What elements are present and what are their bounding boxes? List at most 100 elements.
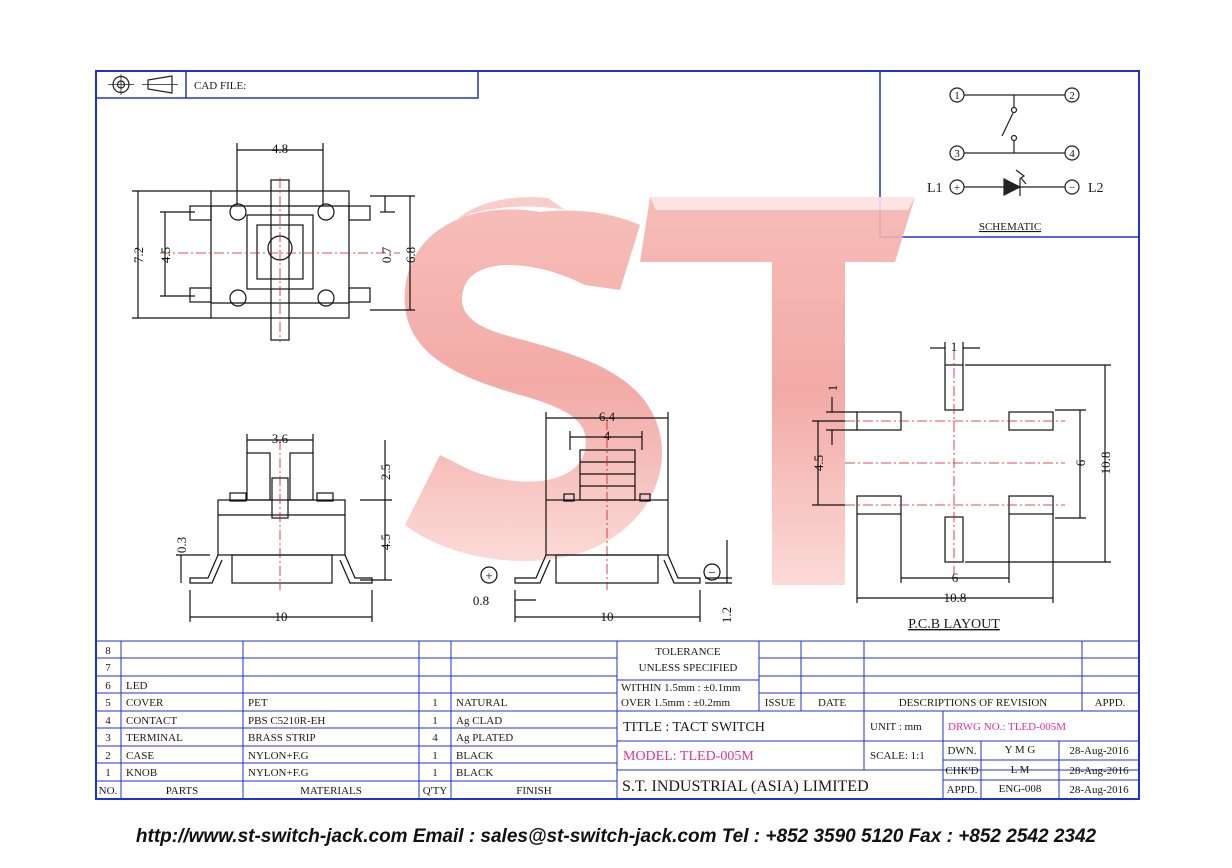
bom-row-5-material: PET [248,697,268,709]
bom-row-6-no: 6 [105,680,111,692]
dim-top-width: 4.8 [272,141,288,156]
dwn-label: DWN. [947,745,976,757]
revision-issue: ISSUE [765,697,796,709]
dwn-date: 28-Aug-2016 [1069,745,1129,757]
bom-row-7-no: 7 [105,662,111,674]
dim-top-height-right: 6.8 [403,247,418,263]
revision-header: ISSUE DATE DESCRIPTIONS OF REVISION APPD… [765,697,1126,709]
bom-row: 5 COVER PET 1 NATURAL [105,697,507,709]
title-block-grid [96,640,1139,799]
company-name: S.T. INDUSTRIAL (ASIA) LIMITED [622,778,869,795]
dim-top-height-outer: 7.2 [131,247,146,263]
st-watermark-logo [404,197,915,585]
appd-label: APPD. [947,784,978,796]
dim-pcb-vertical: 4.5 [811,455,826,471]
schematic-led-plus: + [954,182,960,194]
chkd-label: CHK'D [945,765,978,777]
drawing-number: DRWG NO.: TLED-005M [948,721,1066,733]
bom-row-2-part: CASE [126,750,154,762]
bom-row: 4 CONTACT PBS C5210R-EH 1 Ag CLAD [105,715,502,727]
dim-side-width: 10 [275,609,288,624]
bom-row-2-material: NYLON+F.G [248,750,309,762]
drawing-title: TITLE : TACT SWITCH [623,720,765,735]
bom-row-2-no: 2 [105,750,111,762]
polarity-plus: + [485,568,492,583]
bom-row-1-no: 1 [105,767,111,779]
tolerance-block: TOLERANCE UNLESS SPECIFIED WITHIN 1.5mm … [621,646,741,709]
schematic-title: SCHEMATIC [979,221,1041,233]
bom-row: 2 CASE NYLON+F.G 1 BLACK [105,750,493,762]
pcb-layout-title: P.C.B LAYOUT [908,617,1000,632]
revision-appd: APPD. [1095,697,1126,709]
bom-col-materials: MATERIALS [300,785,362,797]
bom-row-3-no: 3 [105,732,111,744]
title-block: TITLE : TACT SWITCH UNIT : mm DRWG NO.: … [622,720,1129,796]
bom-row-4-no: 4 [105,715,111,727]
tolerance-over: OVER 1.5mm : ±0.2mm [621,697,730,709]
front-view [480,412,732,622]
schematic-led-minus: − [1069,182,1075,194]
dim-front-width: 10 [601,609,614,624]
bom-row-2-finish: BLACK [456,750,493,762]
dim-pcb-bottom-inner: 6 [952,570,959,585]
bom-row-1-qty: 1 [432,767,438,779]
appd-date: 28-Aug-2016 [1069,784,1129,796]
dim-side-knob: 3.6 [272,431,289,446]
cad-header: CAD FILE: [95,70,479,99]
chkd-date: 28-Aug-2016 [1069,765,1129,777]
dim-side-knob-height: 2.5 [378,464,393,480]
bom-row-4-finish: Ag CLAD [456,715,502,727]
revision-descriptions: DESCRIPTIONS OF REVISION [899,697,1048,709]
unit-label: UNIT : mm [870,721,922,733]
model-label: MODEL: TLED-005M [623,749,754,764]
bom-row-6-part: LED [126,680,147,692]
schematic: 1 2 3 4 + − L1 L2 SCHEMATIC [879,70,1140,238]
tolerance-subtitle: UNLESS SPECIFIED [639,662,738,674]
bom-col-qty: Q'TY [423,785,448,797]
dim-front-terminal: 0.8 [473,593,489,608]
top-view [132,143,415,342]
dim-front-height: 1.2 [719,607,734,623]
dim-pcb-bottom-outer: 10.8 [944,590,967,605]
dim-top-offset: 0.7 [379,246,394,263]
dim-front-body: 6.4 [599,409,616,424]
bom-row-5-part: COVER [126,697,164,709]
cad-file-label: CAD FILE: [194,80,246,92]
bom-row-5-no: 5 [105,697,111,709]
bom-row-5-qty: 1 [432,697,438,709]
bom-row-4-material: PBS C5210R-EH [248,715,325,727]
dim-pcb-outer: 10.8 [1098,452,1113,475]
schematic-l1-label: L1 [927,181,943,196]
bom-row-4-qty: 1 [432,715,438,727]
projection-symbol-icon [108,74,178,95]
bom-col-parts: PARTS [166,785,199,797]
dim-pcb-inner: 6 [1073,459,1088,466]
scale-label: SCALE: 1:1 [870,750,925,762]
bom-row-3-material: BRASS STRIP [248,732,316,744]
polarity-minus: − [708,565,715,580]
bom-header: NO. PARTS MATERIALS Q'TY FINISH [99,785,552,797]
bom-row-3-qty: 4 [432,732,438,744]
bom-row: 3 TERMINAL BRASS STRIP 4 Ag PLATED [105,732,513,744]
bom-row-8-no: 8 [105,645,111,657]
schematic-pin-2: 2 [1069,90,1075,102]
bom-row-1-finish: BLACK [456,767,493,779]
dwn-value: Y M G [1005,744,1036,756]
revision-date: DATE [818,697,846,709]
bom-row-1-material: NYLON+F.G [248,767,309,779]
schematic-pin-1: 1 [954,90,960,102]
bom-row-3-finish: Ag PLATED [456,732,513,744]
schematic-l2-label: L2 [1088,181,1104,196]
tolerance-title: TOLERANCE [655,646,720,658]
contact-footer: http://www.st-switch-jack.com Email : sa… [135,826,1097,847]
bom-col-no: NO. [99,785,118,797]
dim-side-terminal: 0.3 [174,537,189,553]
appd-value: ENG-008 [999,783,1042,795]
bom-row: 1 KNOB NYLON+F.G 1 BLACK [105,767,493,779]
bom-row: 8 7 6 LED [105,645,147,692]
dim-front-knob: 4 [604,428,611,443]
dim-side-body-height: 4.5 [378,534,393,550]
side-view [176,434,392,622]
chkd-value: L M [1011,764,1030,776]
pcb-layout [812,342,1111,603]
